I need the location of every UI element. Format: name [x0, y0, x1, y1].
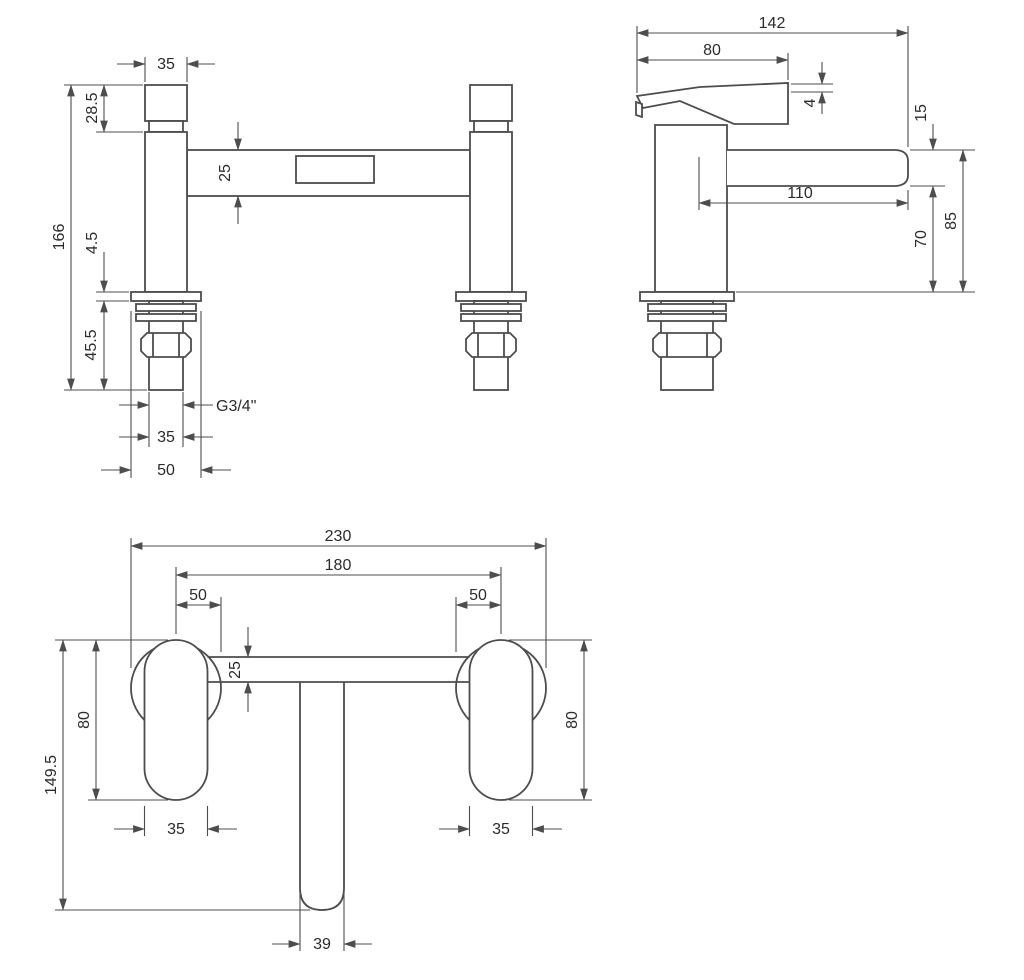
dim-label: 110 [787, 185, 813, 202]
front-left-nut [140, 332, 192, 358]
side-washer [647, 313, 727, 322]
dim-plan-body-length-left: 80 [55, 639, 168, 801]
dim-label: 35 [157, 429, 175, 446]
dim-label: 4 [802, 98, 819, 107]
dim-plan-flange-dia-left: 50 [175, 587, 222, 652]
front-right-valve [469, 84, 513, 293]
dim-label: 25 [227, 661, 244, 679]
front-label-plate [295, 155, 375, 184]
side-mounting [639, 291, 735, 391]
dim-side-overall-depth: 142 [636, 15, 909, 147]
dim-label: 149.5 [43, 755, 60, 795]
plan-dimensions: 230 180 50 50 [43, 528, 592, 953]
dim-side-handle-rise: 4 [791, 62, 833, 114]
plan-left-valve-body [143, 639, 209, 801]
plan-spout-bar [207, 656, 470, 683]
front-right-mounting [455, 291, 527, 391]
front-dimensions: 35 28.5 166 25 [51, 56, 256, 479]
dim-plan-overall-width: 230 [130, 528, 547, 668]
dim-plan-body-width-right: 35 [439, 806, 562, 838]
front-left-valve [144, 84, 188, 293]
front-view: 35 28.5 166 25 [51, 56, 527, 479]
dim-front-deck-thickness: 4.5 [84, 232, 129, 302]
dim-label: 15 [913, 104, 930, 122]
dim-label: G3/4" [216, 398, 256, 415]
front-left-flange [130, 291, 202, 302]
dim-front-top-width: 35 [117, 56, 215, 82]
side-washer [647, 303, 727, 312]
dim-label: 80 [76, 711, 93, 729]
dim-front-body-bar-height: 25 [217, 122, 242, 224]
dim-label: 35 [492, 821, 510, 838]
dim-side-body-drop: 70 [736, 185, 975, 293]
side-flange [639, 291, 735, 302]
dim-label: 35 [167, 821, 185, 838]
front-right-washer [460, 303, 522, 312]
side-view: 142 80 4 110 [635, 15, 975, 391]
dim-front-shank-length: 45.5 [83, 300, 108, 391]
front-right-washer [460, 313, 522, 322]
front-right-flange [455, 291, 527, 302]
dim-label: 50 [157, 462, 175, 479]
dim-label: 80 [703, 42, 721, 59]
dim-side-spout-reach: 110 [698, 157, 909, 210]
side-nut [652, 332, 722, 358]
dim-plan-body-length-right: 80 [509, 639, 592, 801]
side-handle-tip [635, 100, 643, 119]
dim-plan-bar-width: 25 [227, 627, 252, 712]
dim-label: 25 [217, 164, 234, 182]
dim-label: 4.5 [84, 232, 101, 254]
dim-label: 35 [157, 56, 175, 73]
dim-label: 80 [564, 711, 581, 729]
dim-side-handle-length: 80 [636, 42, 789, 80]
dim-side-spout-height: 15 [910, 104, 975, 151]
dim-label: 28.5 [84, 92, 101, 123]
dim-front-handle-height: 28.5 [64, 84, 143, 133]
side-body [654, 124, 728, 293]
dim-label: 39 [313, 936, 331, 953]
dim-plan-spout-width: 39 [272, 893, 372, 953]
side-spout [727, 149, 909, 187]
plan-view: 230 180 50 50 [43, 528, 592, 953]
dim-front-shank-width: 35 [119, 429, 213, 446]
front-left-mounting [130, 291, 202, 391]
dim-label: 142 [759, 15, 786, 32]
dim-side-overall-height: 85 [943, 149, 967, 293]
dim-label: 166 [51, 224, 68, 251]
dim-label: 50 [469, 587, 487, 604]
side-dimensions: 142 80 4 110 [636, 15, 975, 293]
front-left-washer [135, 313, 197, 322]
side-handle [635, 82, 789, 125]
dim-plan-body-width-left: 35 [114, 806, 237, 838]
dim-label: 180 [325, 557, 352, 574]
dim-label: 85 [943, 212, 960, 230]
dim-front-base-width: 50 [101, 311, 231, 479]
dim-front-thread-size: G3/4" [119, 392, 256, 447]
dim-plan-hole-centres: 180 [175, 557, 502, 634]
dim-label: 70 [913, 230, 930, 248]
dim-plan-flange-dia-right: 50 [455, 587, 502, 652]
front-right-nut [465, 332, 517, 358]
plan-spout [299, 682, 345, 911]
dim-plan-overall-depth: 149.5 [43, 639, 310, 911]
dim-label: 45.5 [83, 329, 100, 360]
front-left-washer [135, 303, 197, 312]
dim-label: 50 [189, 587, 207, 604]
plan-valve-bodies [143, 639, 534, 801]
dim-label: 230 [325, 528, 352, 545]
plan-right-valve-body [468, 639, 534, 801]
